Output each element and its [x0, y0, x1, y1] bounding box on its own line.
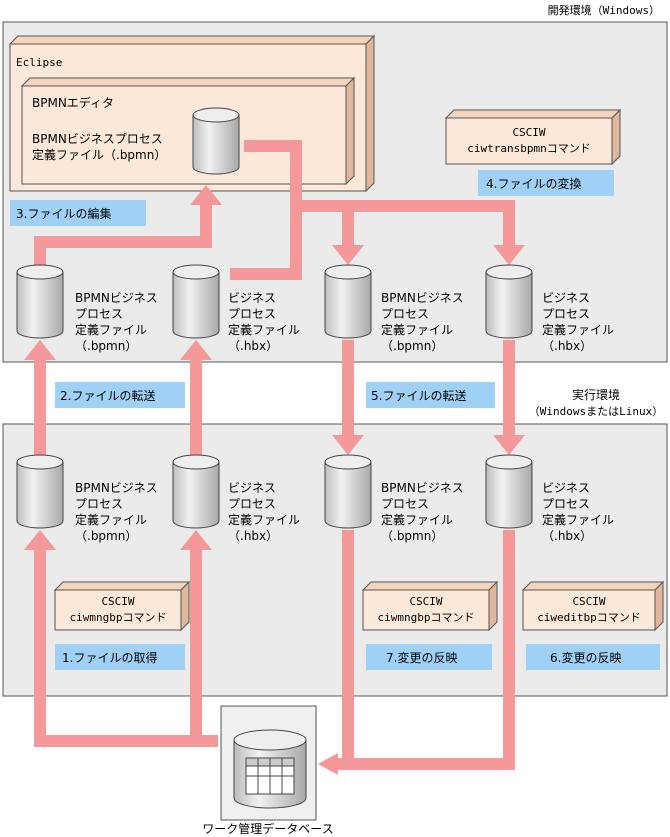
dev-hbx-file-4-label-line-3: 定義ファイル — [542, 322, 614, 337]
command-ciwmngbp-left: CSCIW ciwmngbpコマンド — [53, 580, 191, 632]
run-hbx-file-4-label-line-2: プロセス — [542, 497, 590, 511]
runtime-environment-os-label: （WindowsまたはLinux） — [529, 405, 663, 418]
command-product-label: CSCIW — [101, 595, 134, 608]
arrow-transfer-down-hbx — [493, 340, 525, 455]
run-hbx-file-2-label-line-2: プロセス — [228, 497, 276, 511]
run-bpmn-file-1-icon — [16, 454, 64, 529]
run-bpmn-file-1-label-line-4: （.bpmn） — [75, 529, 137, 543]
dev-hbx-file-2-label-line-3: 定義ファイル — [228, 322, 300, 337]
step-5-label: 5.ファイルの転送 — [371, 388, 466, 403]
step-6-label: 6.変更の反映 — [550, 650, 621, 665]
dev-bpmn-file-1-label-line-3: 定義ファイル — [75, 322, 147, 337]
eclipse-label: Eclipse — [16, 56, 62, 69]
work-management-database: ワーク管理データベース — [202, 705, 334, 836]
editor-file-label-line1: BPMNビジネスプロセス — [32, 132, 163, 146]
command-product-label: CSCIW — [512, 126, 545, 139]
dev-hbx-file-2-label-line-4: （.hbx） — [228, 339, 278, 353]
arrow-convert — [230, 140, 302, 280]
run-hbx-file-4-label-line-3: 定義ファイル — [542, 512, 614, 527]
run-hbx-file-2-label-line-4: （.hbx） — [228, 529, 278, 543]
run-bpmn-file-1-label-line-2: プロセス — [75, 497, 123, 511]
command-name-label: ciwmngbpコマンド — [378, 611, 475, 624]
run-bpmn-file-1-label-line-3: 定義ファイル — [75, 512, 147, 527]
dev-bpmn-file-3-label-line-2: プロセス — [381, 307, 429, 321]
arrow-edit — [34, 185, 222, 270]
database-label: ワーク管理データベース — [202, 821, 333, 836]
arrow-transfer-down-bpmn — [332, 340, 364, 455]
dev-hbx-file-4-label-line-1: ビジネス — [542, 291, 590, 305]
arrow-get-hbx — [180, 530, 212, 741]
dev-hbx-file-2-label-line-2: プロセス — [228, 307, 276, 321]
dev-bpmn-file-1-label-line-2: プロセス — [75, 307, 123, 321]
command-product-label: CSCIW — [409, 595, 442, 608]
dev-bpmn-file-1-label-line-1: BPMNビジネス — [75, 291, 158, 305]
editor-file-label-line2: 定義ファイル（.bpmn） — [32, 147, 166, 162]
run-hbx-file-4-label-line-4: （.hbx） — [542, 529, 592, 543]
run-hbx-file-2-icon — [172, 454, 220, 529]
dev-bpmn-file-1-icon — [16, 264, 64, 339]
arrow-transfer-up-bpmn — [24, 340, 56, 455]
step-4-label: 4.ファイルの変換 — [486, 176, 581, 191]
file-cylinders — [16, 107, 533, 529]
dev-environment-label: 開発環境（Windows） — [548, 3, 660, 17]
command-ciweditbp: CSCIW ciweditbpコマンド — [521, 580, 665, 632]
step-7-label: 7.変更の反映 — [386, 650, 457, 665]
run-bpmn-file-3-label-line-2: プロセス — [381, 497, 429, 511]
dev-hbx-file-2-label-line-1: ビジネス — [228, 291, 276, 305]
command-ciwmngbp-right: CSCIW ciwmngbpコマンド — [361, 580, 499, 632]
arrow-get-bpmn — [24, 530, 218, 747]
run-bpmn-file-3-label-line-4: （.bpmn） — [381, 529, 443, 543]
arrows — [24, 140, 525, 775]
run-hbx-file-4-label-line-1: ビジネス — [542, 481, 590, 495]
dev-bpmn-file-1-label-line-4: （.bpmn） — [75, 339, 137, 353]
step-1-label: 1.ファイルの取得 — [62, 650, 157, 665]
bpmn-editor-box: BPMNエディタ BPMNビジネスプロセス 定義ファイル（.bpmn） — [20, 76, 356, 186]
run-bpmn-file-3-label-line-3: 定義ファイル — [381, 512, 453, 527]
run-hbx-file-2-label-line-1: ビジネス — [228, 481, 276, 495]
file-labels: BPMNビジネスプロセス定義ファイル（.bpmn）ビジネスプロセス定義ファイル（… — [75, 291, 614, 543]
command-name-label: ciwmngbpコマンド — [70, 611, 167, 624]
dev-hbx-file-2-icon — [172, 264, 220, 339]
bpmn-editor-label: BPMNエディタ — [32, 95, 114, 110]
run-hbx-file-2-label-line-3: 定義ファイル — [228, 512, 300, 527]
database-icon — [233, 729, 307, 809]
step-labels: 3.ファイルの編集 4.ファイルの変換 2.ファイルの転送 5.ファイルの転送 … — [10, 170, 660, 670]
dev-hbx-file-4-label-line-4: （.hbx） — [542, 339, 592, 353]
arrow-split-mid — [332, 212, 364, 265]
runtime-environment-label: 実行環境 — [572, 387, 620, 402]
command-name-label: ciwtransbpmnコマンド — [467, 142, 590, 155]
run-bpmn-file-3-label-line-1: BPMNビジネス — [381, 481, 464, 495]
step-2-label: 2.ファイルの転送 — [60, 388, 155, 403]
arrow-apply-bpmn — [342, 530, 354, 758]
arrow-transfer-up-hbx — [180, 340, 212, 455]
run-bpmn-file-3-icon — [324, 454, 372, 529]
dev-bpmn-file-3-label-line-4: （.bpmn） — [381, 339, 443, 353]
dev-bpmn-file-3-label-line-3: 定義ファイル — [381, 322, 453, 337]
editor-bpmn-file-icon — [192, 107, 240, 175]
dev-hbx-file-4-label-line-2: プロセス — [542, 307, 590, 321]
dev-hbx-file-4-icon — [485, 264, 533, 339]
dev-bpmn-file-3-icon — [324, 264, 372, 339]
command-product-label: CSCIW — [572, 595, 605, 608]
command-name-label: ciweditbpコマンド — [537, 611, 641, 624]
dev-bpmn-file-3-label-line-1: BPMNビジネス — [381, 291, 464, 305]
arrow-split-right — [296, 200, 525, 265]
run-hbx-file-4-icon — [485, 454, 533, 529]
command-ciwtransbpmn: CSCIW ciwtransbpmnコマンド — [444, 108, 622, 166]
run-bpmn-file-1-label-line-1: BPMNビジネス — [75, 481, 158, 495]
step-3-label: 3.ファイルの編集 — [16, 206, 111, 221]
